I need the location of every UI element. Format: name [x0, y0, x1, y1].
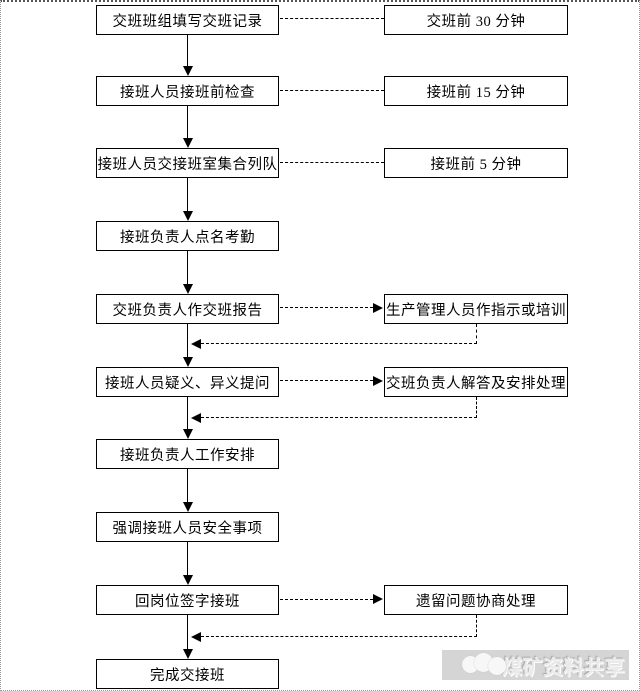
side-step-leader-answers: 交班负责人解答及安排处理 [384, 367, 568, 397]
flow-arrow-down-6 [187, 397, 188, 429]
return-elbow-horizontal-management-instruction [201, 343, 477, 344]
flow-arrow-down-2 [187, 106, 188, 138]
flow-step-complete-handover: 完成交接班 [96, 659, 279, 689]
flow-arrowhead-down-7 [183, 502, 193, 512]
flow-arrowhead-down-1 [183, 66, 193, 76]
watermark-text: 煤矿资料共享 [502, 656, 625, 679]
dashed-arrowhead-management-instruction [373, 303, 383, 313]
flow-step-questions-objections: 接班人员疑义、异义提问 [96, 367, 279, 397]
dashed-connector-time-15min [280, 90, 384, 91]
return-arrowhead-leader-answers [191, 413, 201, 423]
return-elbow-vertical-leader-answers [476, 397, 477, 418]
flow-arrowhead-down-2 [183, 138, 193, 148]
side-step-pending-issues: 遗留问题协商处理 [384, 585, 568, 615]
return-arrowhead-pending-issues [191, 632, 201, 642]
return-elbow-vertical-management-instruction [476, 324, 477, 344]
return-elbow-vertical-pending-issues [476, 615, 477, 637]
flow-arrow-down-7 [187, 469, 188, 502]
flow-step-assemble-lineup: 接班人员交接班室集合列队 [96, 148, 279, 178]
flow-arrow-down-9 [187, 615, 188, 649]
flow-arrow-down-3 [187, 178, 188, 211]
flow-arrowhead-down-9 [183, 649, 193, 659]
flow-arrowhead-down-4 [183, 284, 193, 294]
watermark: 煤矿资料共享 [442, 650, 629, 680]
return-arrowhead-management-instruction [191, 339, 201, 349]
flow-step-safety-emphasis: 强调接班人员安全事项 [96, 512, 279, 542]
dashed-connector-time-30min [280, 18, 384, 19]
return-elbow-horizontal-leader-answers [201, 417, 477, 418]
dashed-arrow-to-pending-issues [280, 599, 373, 600]
flow-step-roll-call: 接班负责人点名考勤 [96, 221, 279, 251]
dashed-arrowhead-leader-answers [373, 376, 383, 386]
flow-arrowhead-down-8 [183, 575, 193, 585]
flow-step-sign-takeover: 回岗位签字接班 [96, 585, 279, 615]
flow-arrow-down-4 [187, 251, 188, 284]
side-step-management-instruction: 生产管理人员作指示或培训 [384, 294, 568, 324]
flow-step-fill-handover-record: 交班班组填写交班记录 [96, 5, 279, 35]
flow-step-work-arrangement: 接班负责人工作安排 [96, 439, 279, 469]
dashed-connector-time-5min [280, 162, 384, 163]
bubbles-logo-icon [462, 653, 508, 677]
time-note-30min-before: 交班前 30 分钟 [384, 5, 568, 35]
time-note-15min-before: 接班前 15 分钟 [384, 76, 568, 106]
flow-arrowhead-down-5 [183, 357, 193, 367]
flow-arrowhead-down-3 [183, 211, 193, 221]
flow-arrow-down-5 [187, 324, 188, 357]
flow-step-pre-shift-check: 接班人员接班前检查 [96, 76, 279, 106]
time-note-5min-before: 接班前 5 分钟 [384, 148, 568, 178]
flow-arrow-down-8 [187, 542, 188, 575]
flow-arrow-down-1 [187, 35, 188, 66]
dashed-arrow-to-leader-answers [280, 380, 373, 381]
flow-step-handover-report: 交班负责人作交班报告 [96, 294, 279, 324]
dashed-arrowhead-pending-issues [373, 594, 383, 604]
dashed-arrow-to-management-instruction [280, 307, 373, 308]
return-elbow-horizontal-pending-issues [201, 636, 477, 637]
flow-arrowhead-down-6 [183, 429, 193, 439]
